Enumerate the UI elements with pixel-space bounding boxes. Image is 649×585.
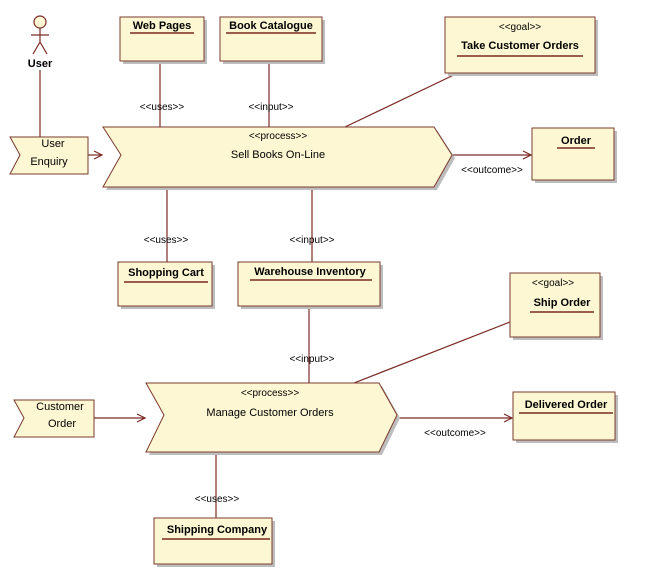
edge-sell-to-order-arrowhead	[522, 150, 533, 160]
edge-label-input-catalogue: <<input>>	[248, 102, 293, 113]
warehouse-inventory-label: Warehouse Inventory	[254, 266, 366, 278]
edge-label-uses-cart: <<uses>>	[144, 235, 189, 246]
customer-order-event[interactable]: Customer Order	[13, 399, 95, 438]
user-enquiry-event[interactable]: User Enquiry	[9, 136, 89, 175]
order-label: Order	[561, 135, 592, 147]
web-pages-label: Web Pages	[133, 20, 192, 32]
order-box[interactable]: Order	[531, 127, 617, 183]
book-catalogue-box[interactable]: Book Catalogue	[219, 16, 325, 64]
customer-order-line1: Customer	[36, 401, 84, 413]
edge-label-input-warehouse-top: <<input>>	[289, 235, 334, 246]
delivered-order-label: Delivered Order	[525, 399, 608, 411]
manage-orders-stereotype: <<process>>	[241, 388, 300, 399]
sell-books-process[interactable]: <<process>> Sell Books On-Line	[102, 126, 455, 190]
edge-label-input-warehouse-bottom: <<input>>	[289, 354, 334, 365]
edge-label-outcome-order: <<outcome>>	[461, 165, 523, 176]
take-orders-label: Take Customer Orders	[461, 40, 579, 52]
shipping-company-box[interactable]: Shipping Company	[153, 517, 275, 567]
edge-label-outcome-delivered: <<outcome>>	[424, 428, 486, 439]
stick-figure-icon	[31, 15, 49, 55]
user-enquiry-line1: User	[41, 138, 65, 150]
delivered-order-box[interactable]: Delivered Order	[512, 391, 618, 443]
edge-manage-to-delivered-arrowhead	[503, 413, 514, 423]
shopping-cart-box[interactable]: Shopping Cart	[117, 261, 215, 309]
ship-order-label: Ship Order	[534, 297, 592, 309]
user-actor-label: User	[28, 58, 53, 70]
sell-books-stereotype: <<process>>	[249, 131, 308, 142]
manage-orders-label: Manage Customer Orders	[206, 407, 334, 419]
sell-books-label: Sell Books On-Line	[231, 149, 325, 161]
take-customer-orders-goal-box[interactable]: <<goal>> Take Customer Orders	[444, 16, 598, 76]
web-pages-box[interactable]: Web Pages	[119, 16, 207, 64]
user-actor: User	[28, 15, 53, 70]
edge-goal-ship-order-to-manage	[353, 321, 511, 384]
edge-label-uses-web: <<uses>>	[140, 102, 185, 113]
user-enquiry-line2: Enquiry	[30, 156, 68, 168]
manage-orders-process[interactable]: <<process>> Manage Customer Orders	[145, 382, 400, 455]
ship-order-goal-box[interactable]: <<goal>> Ship Order	[509, 272, 603, 340]
edge-enquiry-to-sell-arrowhead	[93, 150, 104, 160]
edge-goal-take-orders-to-sell	[344, 71, 461, 128]
shopping-cart-label: Shopping Cart	[128, 267, 204, 279]
book-catalogue-label: Book Catalogue	[229, 20, 313, 32]
edge-label-uses-shipping: <<uses>>	[195, 494, 240, 505]
warehouse-inventory-box[interactable]: Warehouse Inventory	[237, 261, 383, 309]
customer-order-line2: Order	[48, 418, 76, 430]
take-orders-stereotype: <<goal>>	[499, 22, 541, 33]
shipping-company-label: Shipping Company	[167, 524, 268, 536]
edge-customer-order-to-manage-arrowhead	[136, 413, 147, 423]
ship-order-stereotype: <<goal>>	[532, 278, 574, 289]
